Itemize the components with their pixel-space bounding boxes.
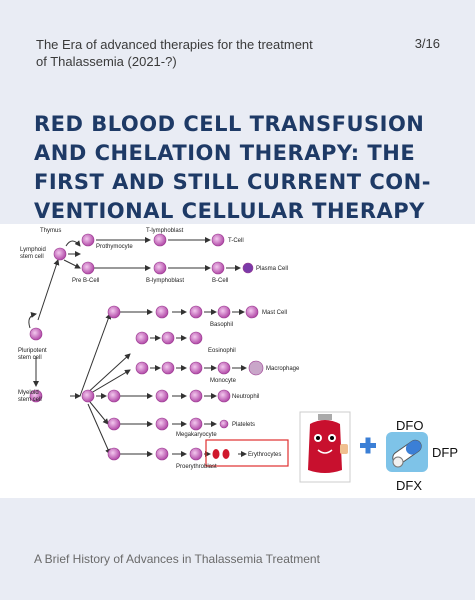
footer-text: A Brief History of Advances in Thalassem… bbox=[34, 552, 320, 566]
label-b-lymphoblast: B-lymphoblast bbox=[146, 278, 184, 284]
label-pluripotent: Pluripotent bbox=[18, 348, 47, 354]
label-neutrophil: Neutrophil bbox=[232, 394, 259, 400]
svg-text:stem cell: stem cell bbox=[20, 254, 44, 260]
chelator-dfo: DFO bbox=[396, 418, 423, 433]
label-proerythroblast: Proerythroblast bbox=[176, 464, 217, 470]
chelator-dfx: DFX bbox=[396, 478, 422, 493]
label-prothymocyte: Prothymocyte bbox=[96, 244, 133, 250]
header-subtitle: The Era of advanced therapies for the tr… bbox=[36, 37, 313, 69]
label-macrophage: Macrophage bbox=[266, 366, 300, 372]
chelator-pills-icon bbox=[386, 432, 428, 472]
label-monocyte: Monocyte bbox=[210, 378, 237, 384]
label-pre-b: Pre B-Cell bbox=[72, 278, 99, 284]
label-thymus: Thymus bbox=[40, 228, 61, 234]
svg-text:stem cell: stem cell bbox=[18, 355, 42, 361]
label-t-lymphoblast: T-lymphoblast bbox=[146, 228, 184, 234]
label-basophil: Basophil bbox=[210, 322, 233, 328]
label-mast: Mast Cell bbox=[262, 310, 287, 316]
label-b-cell: B-Cell bbox=[212, 278, 228, 284]
blood-bag-icon bbox=[299, 411, 351, 483]
plus-icon bbox=[360, 437, 376, 454]
label-platelets: Platelets bbox=[232, 422, 255, 428]
chelator-dfp: DFP bbox=[432, 445, 458, 460]
label-plasma: Plasma Cell bbox=[256, 266, 288, 272]
hematopoiesis-diagram: Thymus Lymphoid stem cell Prothymocyte T… bbox=[18, 228, 458, 493]
page-number: 3/16 bbox=[414, 36, 440, 51]
figure-panel: Thymus Lymphoid stem cell Prothymocyte T… bbox=[0, 224, 475, 498]
label-erythrocytes: Erythrocytes bbox=[248, 452, 281, 458]
label-megakaryocyte: Megakaryocyte bbox=[176, 432, 217, 438]
cell-icon bbox=[29, 233, 264, 461]
label-myeloid: Myeloid bbox=[18, 390, 39, 396]
erythrocyte-highlight-box bbox=[205, 439, 289, 467]
label-lymphoid: Lymphoid bbox=[20, 247, 46, 253]
label-t-cell: T-Cell bbox=[228, 238, 244, 244]
svg-text:stem cell: stem cell bbox=[18, 397, 42, 403]
erythrocyte-icon bbox=[212, 449, 220, 459]
label-eosinophil: Eosinophil bbox=[208, 348, 236, 354]
